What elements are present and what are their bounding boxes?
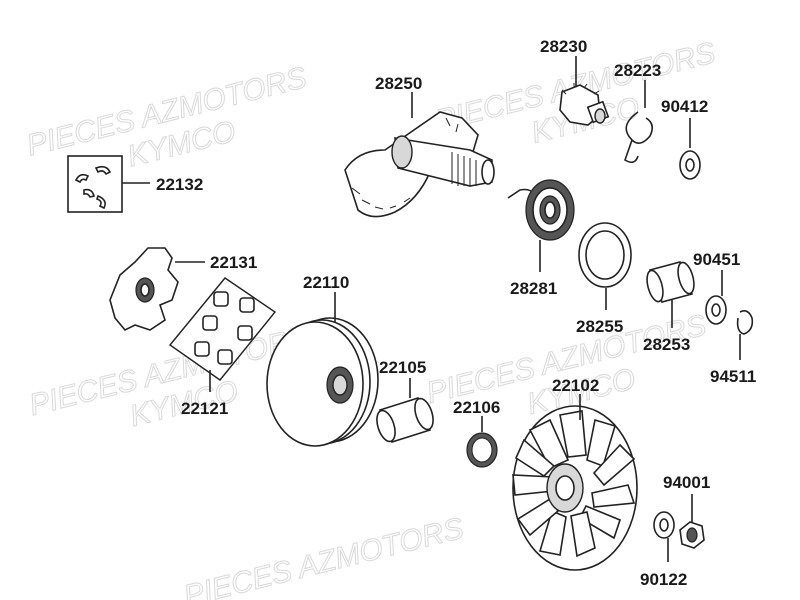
label-90451: 90451	[693, 250, 740, 269]
part-22131-ramp-plate[interactable]	[109, 247, 205, 331]
label-90412: 90412	[661, 97, 708, 116]
part-28230-gear[interactable]	[559, 56, 610, 126]
part-28250-kick-shaft[interactable]	[344, 92, 495, 218]
part-28281-spring[interactable]	[507, 179, 575, 272]
part-22102-fan[interactable]	[512, 394, 638, 571]
label-22131: 22131	[210, 253, 257, 272]
label-94511: 94511	[710, 367, 756, 386]
part-94511-circlip[interactable]	[736, 310, 754, 360]
label-22105: 22105	[379, 358, 426, 377]
part-90412-washer[interactable]	[679, 118, 701, 180]
part-22106-ring[interactable]	[466, 416, 498, 468]
part-28255-washer[interactable]	[578, 222, 632, 310]
label-22132: 22132	[156, 175, 203, 194]
part-22132-clips[interactable]	[67, 155, 150, 213]
label-22110: 22110	[303, 273, 349, 292]
label-22102: 22102	[552, 376, 599, 395]
label-22121: 22121	[181, 399, 228, 418]
label-90122: 90122	[640, 570, 687, 589]
part-28253-bushing[interactable]	[644, 261, 697, 328]
part-90122-washer[interactable]	[653, 511, 675, 562]
part-22105-bushing[interactable]	[373, 378, 436, 444]
watermark-bottom: PIECES AZMOTORS	[180, 511, 467, 600]
part-22110-pulley[interactable]	[266, 292, 379, 447]
label-94001: 94001	[663, 473, 710, 492]
label-22106: 22106	[453, 398, 500, 417]
label-28255: 28255	[576, 317, 623, 336]
label-28230: 28230	[540, 37, 587, 56]
part-90451-washer[interactable]	[705, 270, 727, 325]
label-28223: 28223	[614, 61, 661, 80]
part-94001-nut[interactable]	[679, 494, 705, 549]
part-28223-clip[interactable]	[624, 80, 654, 164]
label-28253: 28253	[643, 335, 690, 354]
label-28250: 28250	[375, 74, 422, 93]
watermark-text-9: PIECES AZMOTORS	[181, 512, 467, 600]
part-22121-rollers[interactable]	[168, 277, 277, 392]
label-28281: 28281	[510, 279, 557, 298]
